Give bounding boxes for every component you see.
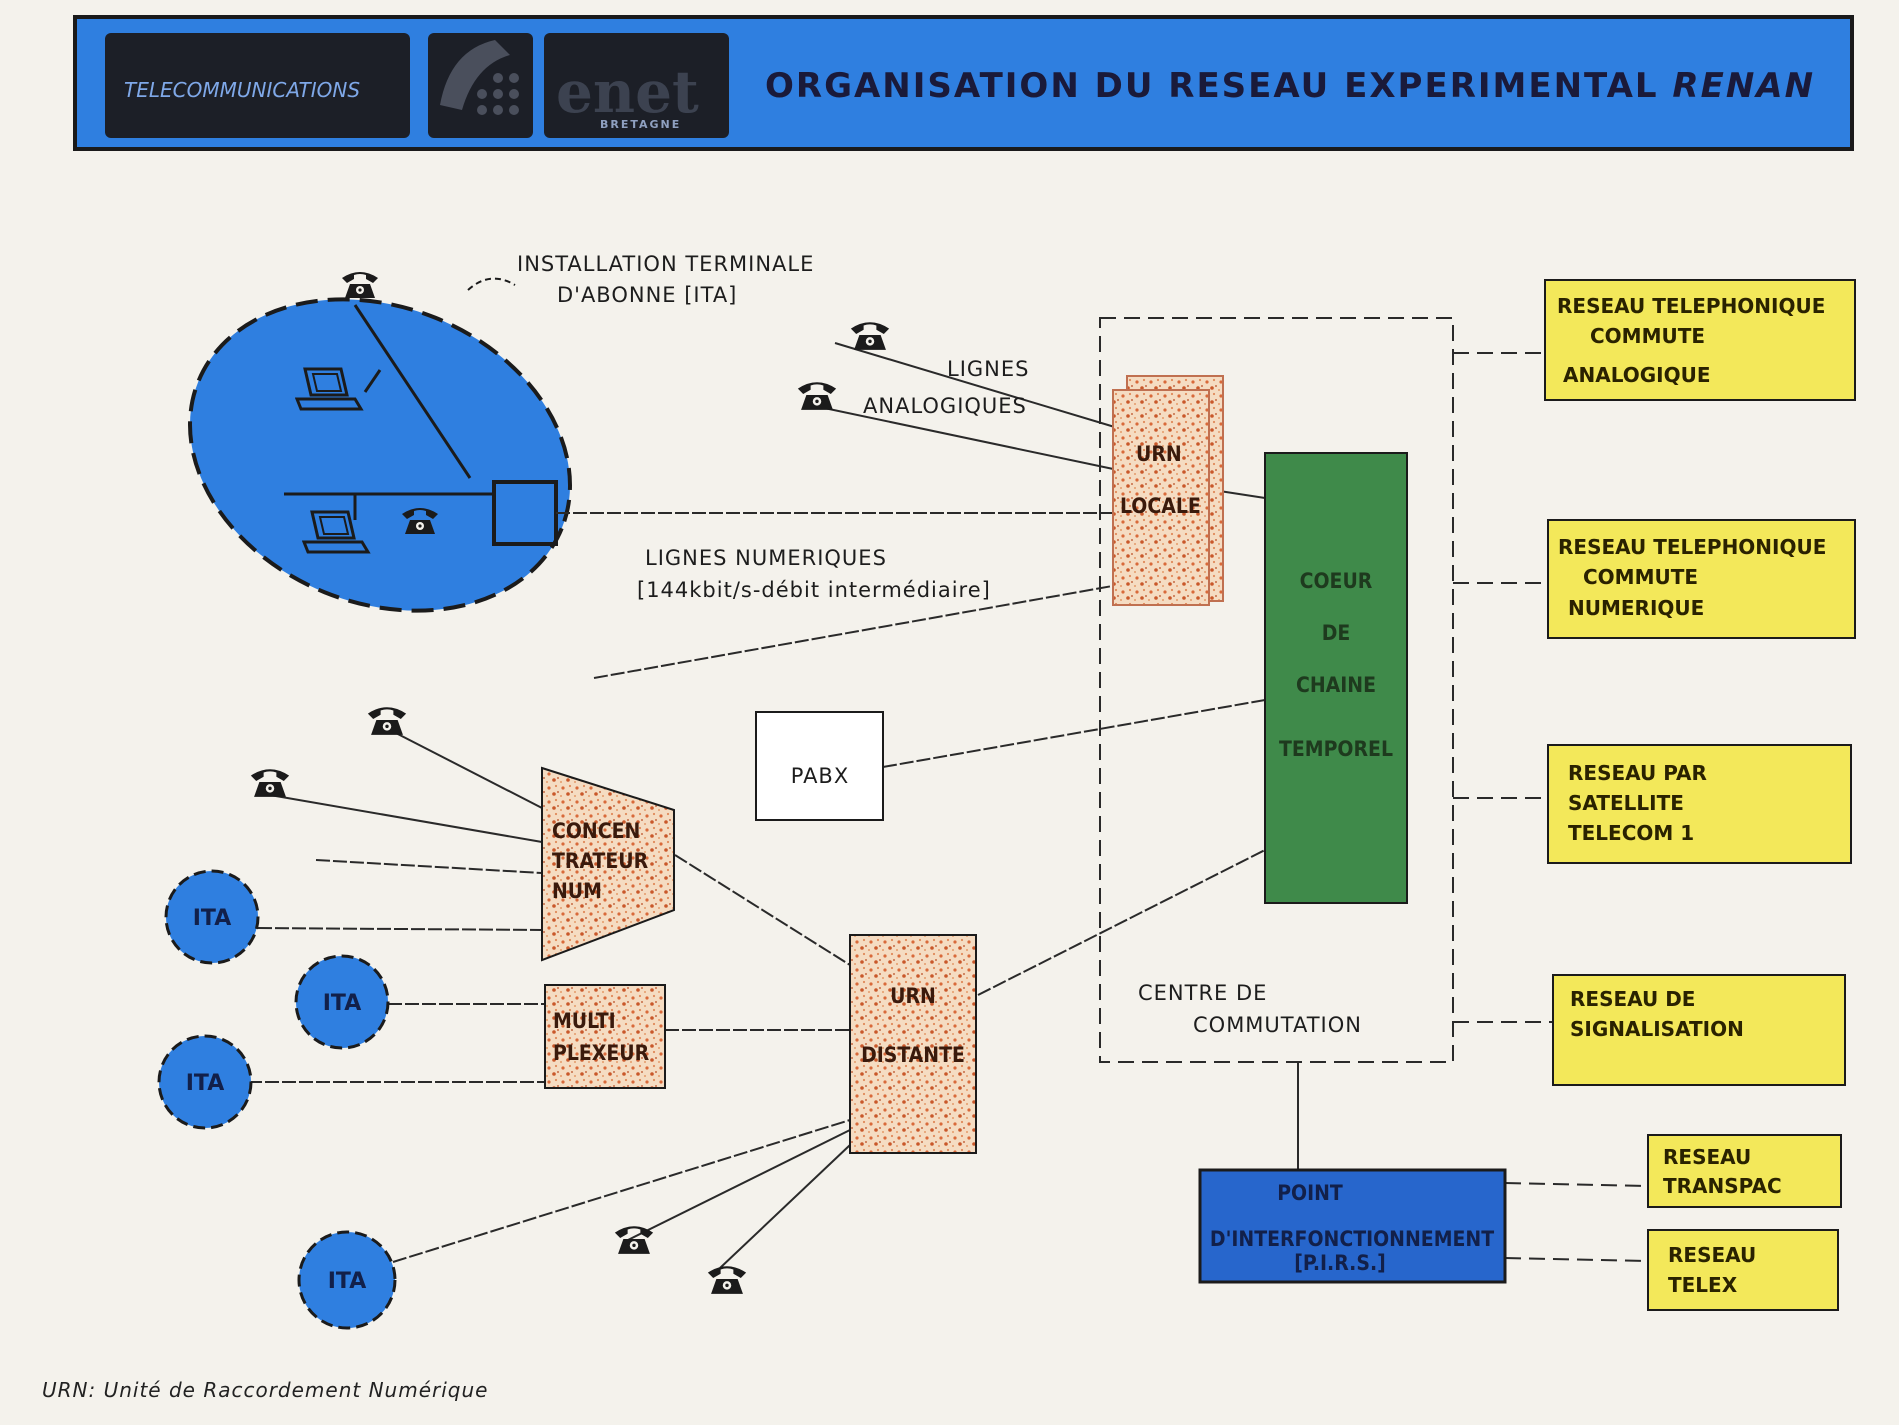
network-rtc-analogique-line2: COMMUTE — [1590, 324, 1705, 348]
concentrateur-label-1: CONCEN — [552, 819, 640, 843]
connection-lines — [248, 342, 1649, 1269]
phone-icon — [797, 382, 837, 410]
analog-lines-label-2: ANALOGIQUES — [863, 394, 1027, 418]
network-satellite-line3: TELECOM 1 — [1568, 821, 1694, 845]
switching-centre: CENTRE DE COMMUTATION — [1099, 317, 1454, 1063]
pirs-block: POINT D'INTERFONCTIONNEMENT [P.I.R.S.] — [1198, 1168, 1507, 1284]
ita-installation: INSTALLATION TERMINALE D'ABONNE [ITA] — [188, 252, 814, 613]
concentrateur-label-3: NUM — [552, 879, 602, 903]
network-satellite: RESEAU PAR SATELLITE TELECOM 1 — [1547, 744, 1852, 864]
network-telex: RESEAU TELEX — [1647, 1229, 1839, 1311]
ita-label: ITA — [193, 906, 232, 931]
network-transpac-line2: TRANSPAC — [1663, 1174, 1782, 1198]
phone-icon — [367, 707, 407, 735]
enet-logo: enet BRETAGNE — [544, 33, 729, 138]
network-rtc-numerique: RESEAU TELEPHONIQUE COMMUTE NUMERIQUE — [1547, 519, 1856, 639]
network-signalisation: RESEAU DE SIGNALISATION — [1552, 974, 1846, 1086]
network-rtc-analogique-line1: RESEAU TELEPHONIQUE — [1557, 294, 1825, 318]
ita-node: ITA — [157, 1034, 253, 1130]
ita-label-line1: INSTALLATION TERMINALE — [517, 252, 814, 276]
phone-icon — [342, 272, 378, 298]
urn-locale-label-2: LOCALE — [1120, 494, 1201, 518]
phone-icon — [850, 322, 890, 350]
digital-lines-label-2: [144kbit/s-débit intermédiaire] — [637, 578, 991, 602]
network-signalisation-line2: SIGNALISATION — [1570, 1017, 1744, 1041]
urn-locale-label-1: URN — [1136, 442, 1182, 466]
pabx-block: PABX — [755, 711, 884, 821]
ptt-logo-text: TELECOMMUNICATIONS — [124, 78, 360, 102]
ita-node: ITA — [294, 954, 390, 1050]
network-telex-line2: TELEX — [1668, 1273, 1738, 1297]
pirs-label-2: D'INTERFONCTIONNEMENT — [1210, 1227, 1494, 1251]
coeur-chaine-block: COEUR DE CHAINE TEMPOREL — [1264, 452, 1408, 904]
network-signalisation-line1: RESEAU DE — [1570, 987, 1695, 1011]
urn-distante-label-2: DISTANTE — [861, 1043, 965, 1067]
coeur-label-1: COEUR — [1300, 569, 1373, 593]
footnote-urn: URN: Unité de Raccordement Numérique — [42, 1378, 488, 1402]
phone-icon — [250, 769, 290, 797]
enet-logo-subtext: BRETAGNE — [600, 118, 681, 131]
analog-lines-label-1: LIGNES — [947, 357, 1029, 381]
header-bar: TELECOMMUNICATIONS enet BRETAGNE ORGANIS… — [73, 15, 1854, 151]
multiplexeur-label-1: MULTI — [553, 1009, 616, 1033]
switching-centre-label-1: CENTRE DE — [1138, 981, 1267, 1005]
page-title-italic: RENAN — [1672, 66, 1815, 106]
ptt-logo: TELECOMMUNICATIONS — [105, 33, 410, 138]
multiplexeur-block: MULTI PLEXEUR — [544, 984, 666, 1089]
network-transpac-line1: RESEAU — [1663, 1145, 1751, 1169]
urn-locale-block: URN LOCALE — [1112, 375, 1224, 606]
switching-centre-label-2: COMMUTATION — [1193, 1013, 1362, 1037]
ita-label: ITA — [328, 1269, 367, 1294]
network-rtc-analogique: RESEAU TELEPHONIQUE COMMUTE ANALOGIQUE — [1544, 279, 1856, 401]
network-rtc-analogique-line3: ANALOGIQUE — [1563, 363, 1711, 387]
ita-label-line2: D'ABONNE [ITA] — [557, 283, 737, 307]
urn-distante-label-1: URN — [890, 984, 936, 1008]
coeur-label-3: CHAINE — [1296, 673, 1376, 697]
network-transpac: RESEAU TRANSPAC — [1647, 1134, 1842, 1208]
network-satellite-line2: SATELLITE — [1568, 791, 1684, 815]
phone-keypad-logo — [428, 33, 533, 138]
ita-node: ITA — [297, 1230, 397, 1330]
network-satellite-line1: RESEAU PAR — [1568, 761, 1707, 785]
phone-icon — [614, 1226, 654, 1254]
network-rtc-numerique-line3: NUMERIQUE — [1568, 596, 1704, 620]
concentrateur-block: CONCEN TRATEUR NUM — [541, 766, 675, 962]
phone-icon — [707, 1266, 747, 1294]
pirs-label-3: [P.I.R.S.] — [1294, 1251, 1386, 1275]
ita-label: ITA — [186, 1071, 225, 1096]
pabx-label: PABX — [791, 764, 849, 788]
digital-lines-label-1: LIGNES NUMERIQUES — [645, 546, 887, 570]
multiplexeur-label-2: PLEXEUR — [553, 1041, 650, 1065]
coeur-label-2: DE — [1322, 621, 1351, 645]
network-rtc-numerique-line2: COMMUTE — [1583, 565, 1698, 589]
page-title-main: ORGANISATION DU RESEAU EXPERIMENTAL — [765, 66, 1672, 106]
concentrateur-label-2: TRATEUR — [552, 849, 649, 873]
pirs-label-1: POINT — [1277, 1181, 1343, 1205]
urn-distante-block: URN DISTANTE — [849, 934, 977, 1154]
enet-logo-text: enet — [556, 58, 699, 126]
ita-node: ITA — [164, 869, 260, 965]
coeur-label-4: TEMPOREL — [1279, 737, 1393, 761]
page-title: ORGANISATION DU RESEAU EXPERIMENTAL RENA… — [765, 66, 1815, 106]
network-telex-line1: RESEAU — [1668, 1243, 1756, 1267]
ita-label: ITA — [323, 991, 362, 1016]
network-rtc-numerique-line1: RESEAU TELEPHONIQUE — [1558, 535, 1826, 559]
